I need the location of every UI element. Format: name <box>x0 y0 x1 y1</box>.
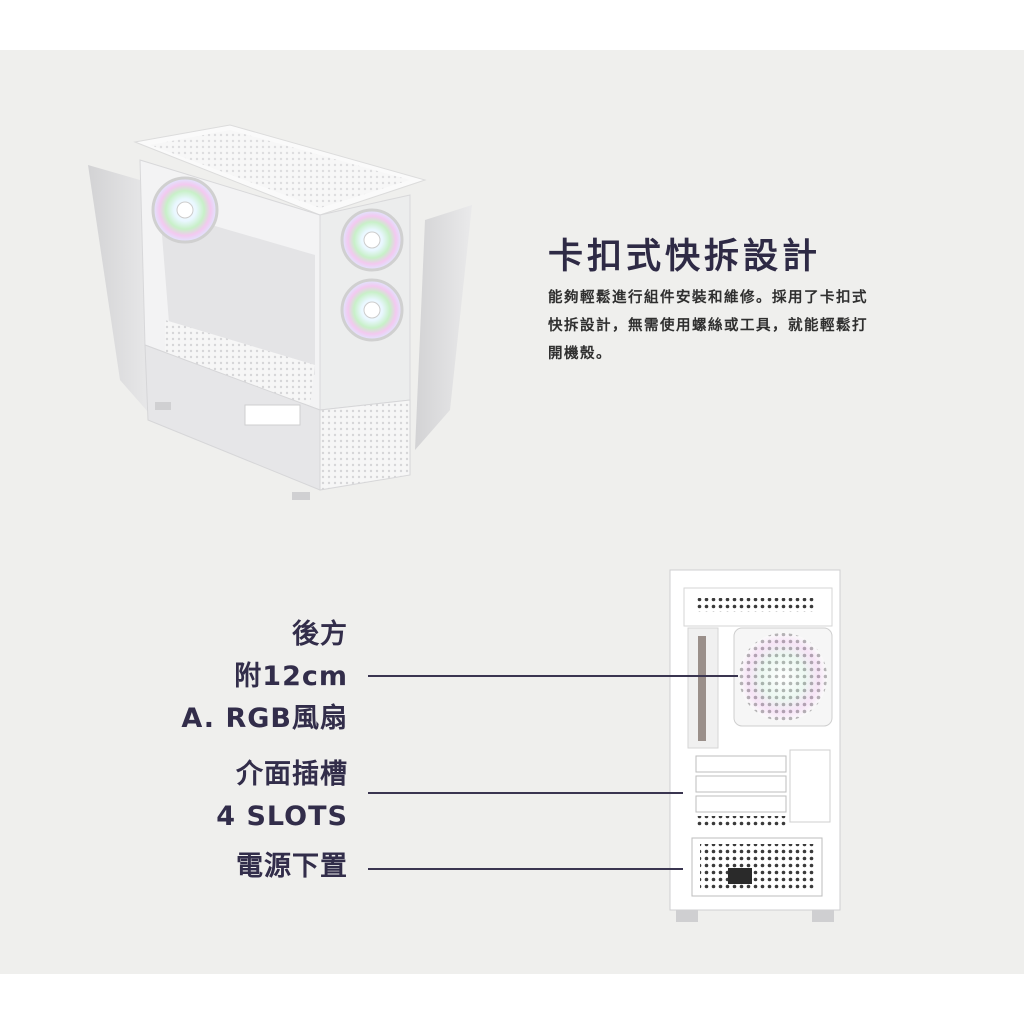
callout-slots: 介面插槽 4 SLOTS <box>216 754 348 838</box>
callout-psu: 電源下置 <box>236 846 348 888</box>
callout-rear-fan-line: 後方 <box>292 619 348 650</box>
callout-line-rear-fan <box>368 675 738 677</box>
callout-rear-fan-line: 附12cm <box>234 661 348 692</box>
case-quick-release-illustration <box>88 124 472 500</box>
right-side-panel-ghost <box>415 205 472 450</box>
callout-rear-fan: 後方 附12cm A. RGB風扇 <box>181 614 348 740</box>
expansion-slots <box>695 749 831 828</box>
callout-line-slots <box>368 792 683 794</box>
feature-title: 卡扣式快拆設計 <box>548 237 822 277</box>
left-side-panel-ghost <box>88 165 155 420</box>
feature-desc-line: 快拆設計，無需使用螺絲或工具，就能輕鬆打 <box>548 318 868 334</box>
feature-desc-line: 能夠輕鬆進行組件安裝和維修。採用了卡扣式 <box>548 290 868 306</box>
feature-description: 能夠輕鬆進行組件安裝和維修。採用了卡扣式 快拆設計，無需使用螺絲或工具，就能輕鬆… <box>548 284 948 368</box>
callout-slots-line: 4 SLOTS <box>216 801 348 832</box>
callout-rear-fan-line: A. RGB風扇 <box>181 703 348 734</box>
callout-line-psu <box>368 868 683 870</box>
feature-desc-line: 開機殼。 <box>548 346 612 362</box>
callout-psu-line: 電源下置 <box>236 851 348 882</box>
callout-slots-line: 介面插槽 <box>236 759 348 790</box>
case-rear-view-illustration <box>669 569 841 922</box>
